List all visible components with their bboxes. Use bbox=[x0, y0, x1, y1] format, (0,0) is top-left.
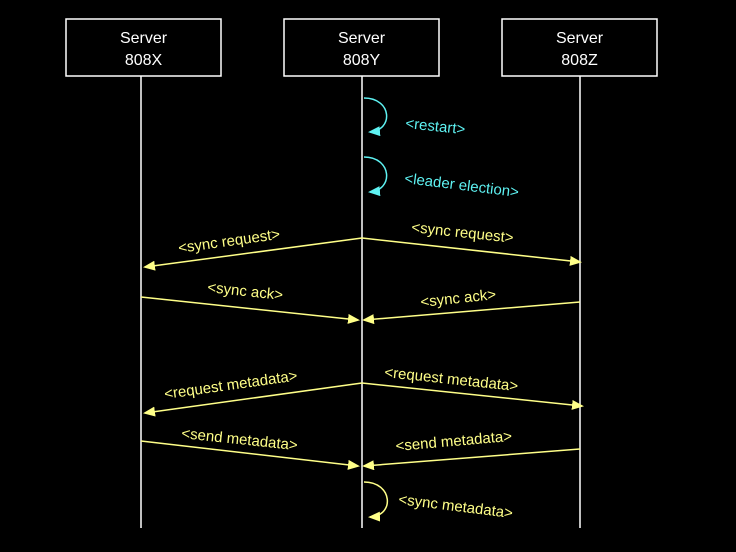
server-808z-line2: 808Z bbox=[561, 52, 598, 69]
label-restart: <restart> bbox=[405, 115, 467, 138]
label-sync-metadata: <sync metadata> bbox=[398, 491, 515, 522]
label-send-metadata-right: <send metadata> bbox=[395, 428, 513, 455]
arrow-sync-request-to-808x bbox=[143, 237, 363, 271]
server-808z-line1: Server bbox=[556, 30, 604, 47]
server-808x-line2: 808X bbox=[125, 52, 163, 69]
label-sync-ack-left: <sync ack> bbox=[207, 279, 284, 304]
self-arrow-leader-election bbox=[363, 156, 388, 197]
arrow-request-metadata-to-808x bbox=[143, 382, 363, 417]
server-808y-line1: Server bbox=[338, 30, 386, 47]
arrow-sync-ack-from-808x bbox=[140, 296, 360, 324]
server-box-808z: Server 808Z bbox=[501, 18, 658, 77]
arrow-send-metadata-from-808x bbox=[140, 440, 360, 470]
arrow-sync-ack-from-808z bbox=[362, 301, 581, 325]
label-request-metadata-left: <request metadata> bbox=[163, 367, 299, 403]
arrow-sync-request-to-808z bbox=[361, 237, 582, 266]
label-request-metadata-right: <request metadata> bbox=[384, 364, 520, 395]
label-leader-election: <leader election> bbox=[404, 170, 521, 201]
self-arrow-restart bbox=[363, 97, 388, 137]
server-808x-line1: Server bbox=[120, 30, 168, 47]
label-sync-ack-right: <sync ack> bbox=[420, 286, 497, 311]
server-808y-line2: 808Y bbox=[343, 52, 381, 69]
arrow-request-metadata-to-808z bbox=[361, 382, 584, 410]
label-sync-request-right: <sync request> bbox=[411, 219, 515, 247]
server-box-808y: Server 808Y bbox=[283, 18, 440, 77]
arrow-send-metadata-from-808z bbox=[362, 448, 581, 471]
label-send-metadata-left: <send metadata> bbox=[181, 425, 299, 454]
label-sync-request-left: <sync request> bbox=[177, 226, 281, 257]
server-box-808x: Server 808X bbox=[65, 18, 222, 77]
self-arrow-sync-metadata bbox=[363, 481, 388, 522]
